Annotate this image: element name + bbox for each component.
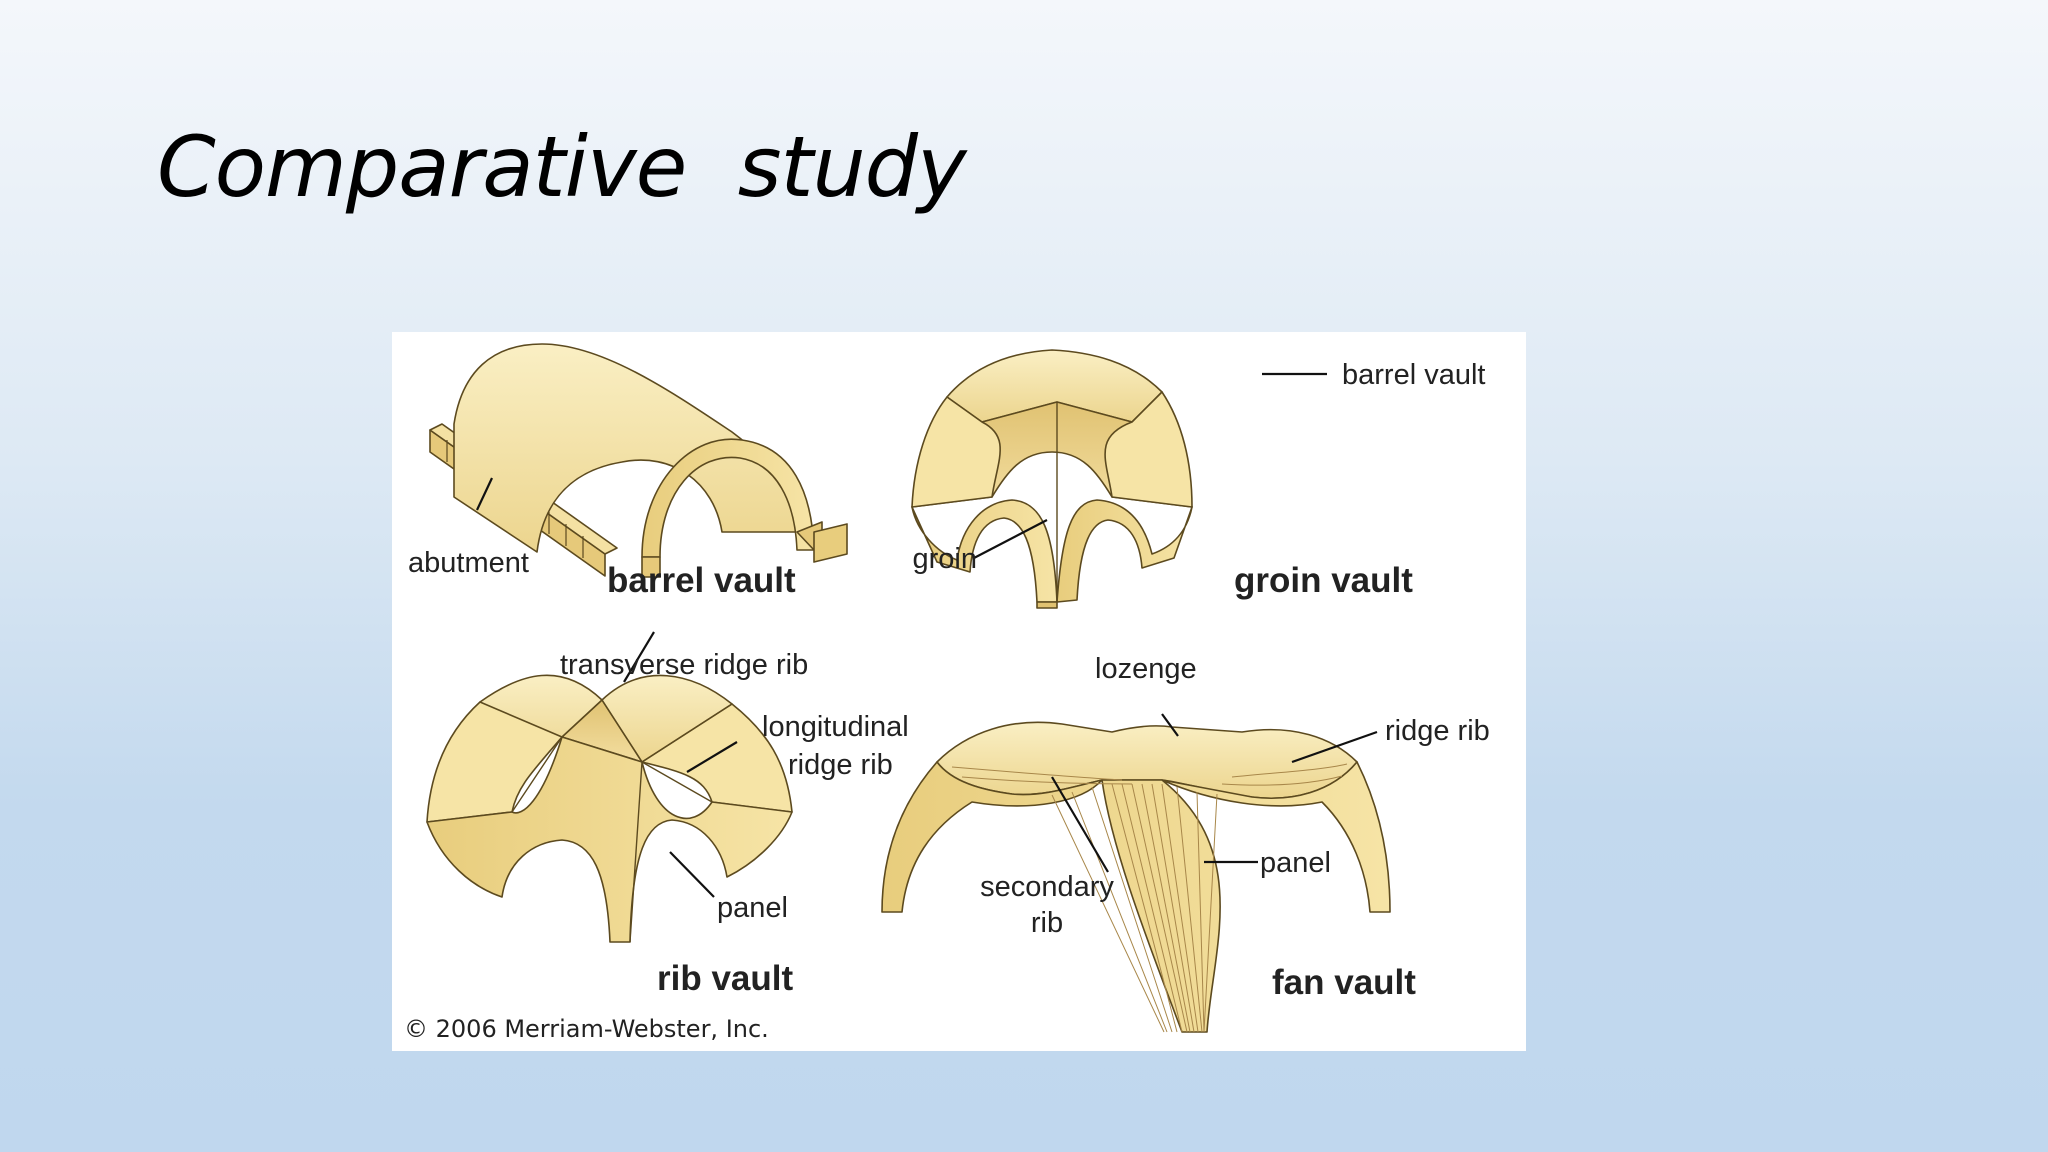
title-fan-vault: fan vault [1272, 963, 1416, 1002]
label-fan-panel: panel [1260, 847, 1331, 879]
copyright-notice: © 2006 Merriam-Webster, Inc. [404, 1015, 769, 1043]
barrel-vault-drawing: abutment barrel vault [408, 343, 848, 600]
title-groin-vault: groin vault [1234, 561, 1413, 600]
vault-illustration: abutment barrel vault barrel vault groin… [404, 343, 1490, 1043]
label-ridge-rib: ridge rib [1385, 715, 1490, 747]
label-secondary-1: secondary [980, 871, 1114, 903]
label-transverse-ridge-rib: transverse ridge rib [560, 649, 808, 681]
title-rib-vault: rib vault [657, 959, 793, 998]
label-abutment: abutment [408, 547, 529, 579]
groin-vault-drawing: barrel vault groin groin vault [911, 349, 1485, 609]
label-lozenge: lozenge [1095, 653, 1197, 685]
label-groin: groin [913, 543, 978, 575]
fan-vault-ribs [1051, 783, 1218, 1033]
rib-vault-drawing: transverse ridge rib longitudinal ridge … [426, 631, 909, 998]
label-longitudinal-2: ridge rib [788, 749, 893, 781]
fan-vault-drawing: lozenge ridge rib panel secondary rib fa… [881, 653, 1490, 1033]
slide-title: Comparative study [157, 118, 967, 216]
label-groin-barrel-vault: barrel vault [1342, 359, 1485, 391]
vault-types-figure: abutment barrel vault barrel vault groin… [392, 332, 1526, 1051]
label-rib-panel: panel [717, 892, 788, 924]
label-longitudinal-1: longitudinal [762, 711, 909, 743]
fan-vault-body [881, 761, 1391, 1033]
label-secondary-2: rib [1031, 907, 1063, 939]
rib-vault-arches [426, 736, 793, 943]
title-barrel-vault: barrel vault [607, 561, 796, 600]
